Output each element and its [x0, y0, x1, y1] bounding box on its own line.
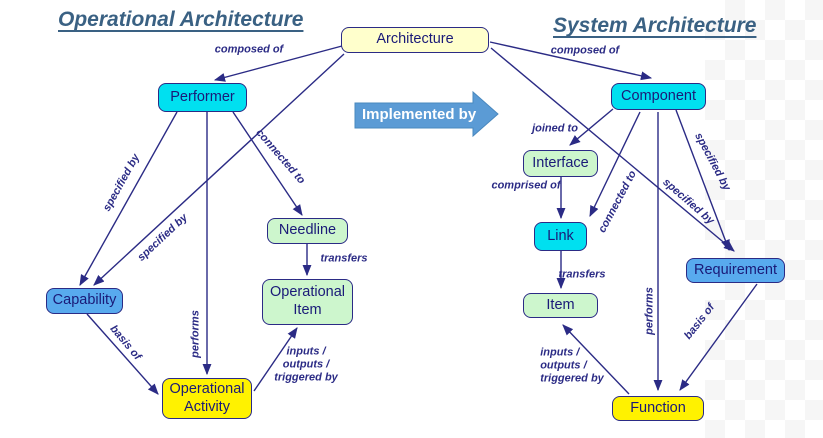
label-performs-right: performs [643, 287, 656, 335]
label-composed-of-left: composed of [214, 43, 284, 56]
right-title: System Architecture [553, 14, 757, 37]
edge-basis-of-right [679, 283, 758, 391]
label-composed-of-right: composed of [550, 44, 620, 57]
edge-basis-of-left [86, 313, 159, 395]
edge-connected-to-right [589, 111, 641, 218]
node-link[interactable]: Link [534, 222, 587, 251]
page-edge-checker [705, 0, 823, 438]
label-io-left: inputs / outputs / triggered by [274, 345, 338, 384]
implemented-by-label: Implemented by [362, 106, 477, 123]
node-requirement[interactable]: Requirement [686, 258, 785, 283]
node-item[interactable]: Item [523, 293, 598, 318]
edge-specified-by-arch-right [490, 47, 735, 252]
label-transfers-left: transfers [320, 252, 368, 265]
implemented-by-arrow [354, 90, 499, 138]
edge-io-left [253, 327, 298, 392]
label-comprised-of: comprised of [491, 179, 561, 192]
node-needline[interactable]: Needline [267, 218, 348, 244]
edge-specified-by-arch-left [93, 53, 345, 286]
edge-composed-of-right [489, 41, 653, 81]
label-io-right: inputs / outputs / triggered by [540, 346, 604, 385]
edge-connected-to-left [232, 111, 303, 216]
label-joined-to: joined to [532, 122, 578, 135]
edge-specified-by-performer [79, 111, 178, 286]
node-architecture[interactable]: Architecture [341, 27, 489, 53]
edge-joined-to [569, 108, 614, 146]
label-transfers-right: transfers [558, 268, 606, 281]
edge-specified-by-component [675, 109, 730, 252]
edge-io-right [562, 324, 630, 395]
left-title: Operational Architecture [58, 8, 304, 31]
node-performer[interactable]: Performer [158, 83, 247, 112]
node-function[interactable]: Function [612, 396, 704, 421]
edge-composed-of-left [213, 45, 343, 82]
node-operational-activity[interactable]: Operational Activity [162, 378, 252, 419]
node-component[interactable]: Component [611, 83, 706, 110]
node-capability[interactable]: Capability [46, 288, 123, 314]
node-operational-item[interactable]: Operational Item [262, 279, 353, 325]
label-performs-left: performs [189, 310, 202, 358]
node-interface[interactable]: Interface [523, 150, 598, 177]
